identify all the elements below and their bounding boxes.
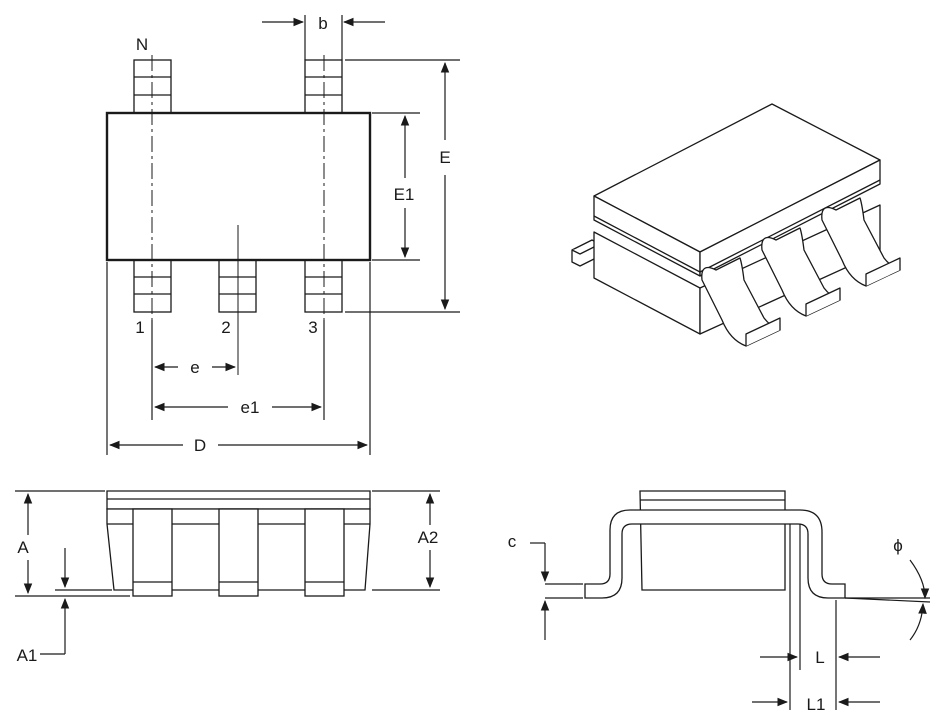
end-view-body	[639, 490, 786, 591]
side-lead-2	[218, 508, 259, 597]
label-pitch-e: e	[190, 358, 199, 377]
label-n: N	[136, 35, 148, 54]
label-pin-1: 1	[135, 318, 144, 337]
label-a: A	[17, 538, 29, 557]
side-view	[106, 490, 371, 597]
side-lead-1	[132, 508, 173, 597]
label-l: L	[815, 648, 824, 667]
iso-lead-2	[761, 227, 841, 317]
label-c: c	[508, 532, 517, 551]
label-pin-3: 3	[308, 318, 317, 337]
iso-lead-3	[821, 197, 901, 287]
label-pitch-e1: e1	[241, 398, 260, 417]
label-d: D	[194, 436, 206, 455]
dimension-labels: N b E E1 1 2 3 e e1 D A A1 A2 c ϕ L L1	[17, 14, 903, 714]
end-view-dimensions	[530, 524, 931, 710]
end-view	[584, 490, 846, 599]
label-b: b	[318, 14, 327, 33]
label-e-dim: E	[439, 148, 450, 167]
end-view-lead	[584, 509, 846, 599]
label-a1: A1	[17, 646, 38, 665]
label-phi: ϕ	[893, 536, 903, 555]
label-pin-2: 2	[221, 318, 230, 337]
isometric-view	[571, 103, 901, 347]
side-lead-3	[304, 508, 345, 597]
label-a2: A2	[418, 528, 439, 547]
iso-lead-1	[701, 257, 781, 347]
label-e1-dim: E1	[394, 185, 415, 204]
label-l1: L1	[807, 695, 826, 714]
side-view-dimensions	[15, 490, 440, 655]
side-view-body-top	[106, 490, 371, 510]
top-view	[105, 55, 372, 375]
top-view-dimensions	[106, 15, 460, 455]
